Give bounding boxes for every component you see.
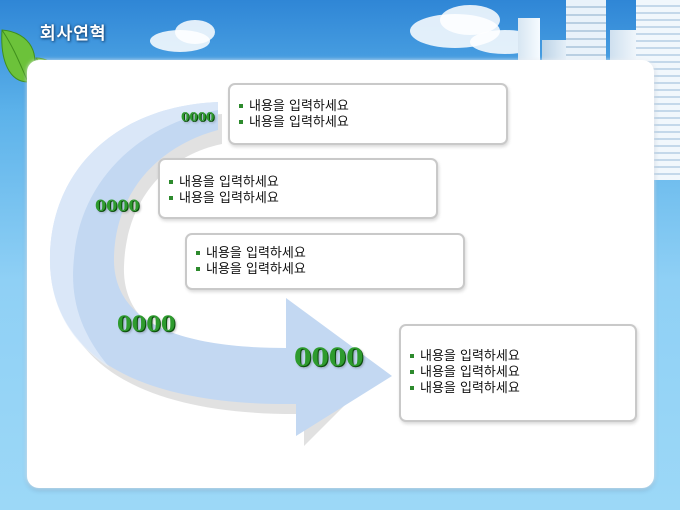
square-bullet-icon (196, 266, 200, 271)
square-bullet-icon (169, 179, 173, 184)
square-bullet-icon (169, 195, 173, 200)
milestone-box-1[interactable]: 내용을 입력하세요 내용을 입력하세요 (228, 83, 508, 145)
square-bullet-icon (410, 385, 414, 390)
square-bullet-icon (410, 353, 414, 358)
list-item: 내용을 입력하세요 (196, 246, 463, 262)
list-item: 내용을 입력하세요 (410, 381, 635, 397)
milestone-year-2: 0000 (95, 196, 140, 215)
square-bullet-icon (239, 119, 243, 124)
list-item: 내용을 입력하세요 (169, 191, 436, 207)
list-item: 내용을 입력하세요 (196, 262, 463, 278)
milestone-box-3[interactable]: 내용을 입력하세요 내용을 입력하세요 (185, 233, 465, 290)
list-item: 내용을 입력하세요 (239, 99, 506, 115)
list-item: 내용을 입력하세요 (169, 175, 436, 191)
page-title: 회사연혁 (40, 24, 107, 44)
square-bullet-icon (239, 103, 243, 108)
milestone-box-2[interactable]: 내용을 입력하세요 내용을 입력하세요 (158, 158, 438, 219)
milestone-year-3: 0000 (117, 311, 176, 336)
list-item: 내용을 입력하세요 (410, 365, 635, 381)
milestone-box-4[interactable]: 내용을 입력하세요 내용을 입력하세요 내용을 입력하세요 (399, 324, 637, 422)
square-bullet-icon (196, 250, 200, 255)
milestone-year-4: 0000 (294, 343, 364, 372)
milestone-year-1: 0000 (181, 110, 215, 124)
square-bullet-icon (410, 369, 414, 374)
list-item: 내용을 입력하세요 (410, 349, 635, 365)
list-item: 내용을 입력하세요 (239, 115, 506, 131)
